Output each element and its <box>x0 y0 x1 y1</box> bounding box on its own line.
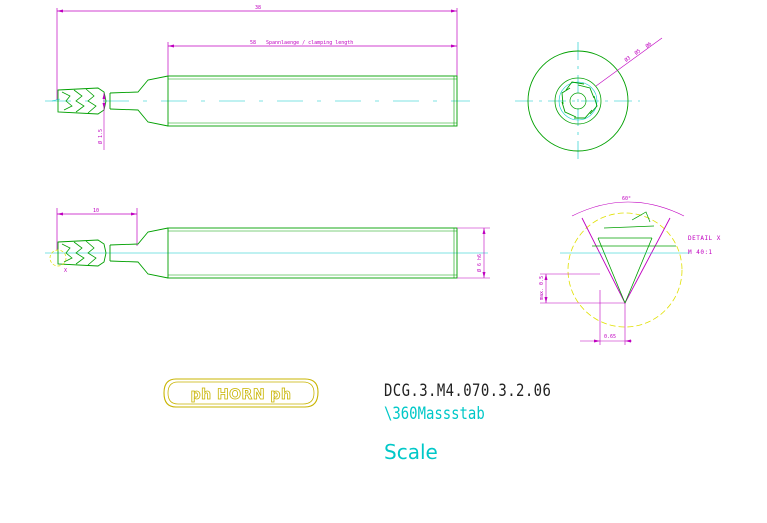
neck-diameter-label: Ø 1.5 <box>97 129 104 144</box>
detail-width-label: 0.65 <box>604 334 616 340</box>
top-view: 38 58 Spannlaenge / clamping length Ø 1.… <box>45 5 470 150</box>
detail-marker-label: X <box>64 268 67 274</box>
scale-reference: \360Massstab <box>384 404 485 424</box>
detail-x-view: 60° DETAIL X M 40:1 max. 0.5 0.65 <box>539 196 721 345</box>
detail-scale: M 40:1 <box>688 249 713 256</box>
shank-diameter-3: Ø3 <box>623 54 632 63</box>
shank-diameter-label: Ø 6 h6 <box>476 254 483 272</box>
horn-logo: ph HORN ph <box>163 378 319 408</box>
clamping-length-value: 58 <box>250 40 256 46</box>
horn-logo-text: ph HORN ph <box>191 387 292 403</box>
cutting-length-label: 10 <box>93 208 99 214</box>
bottom-view: 10 X Ø 6 h6 <box>45 208 490 279</box>
overall-length-label: 38 <box>255 5 261 11</box>
detail-title: DETAIL X <box>688 235 721 242</box>
detail-height-label: max. 0.5 <box>539 276 545 300</box>
scale-label: Scale <box>384 440 438 464</box>
shank-diameter-6: Ø6 <box>644 40 653 49</box>
end-view: Ø3 Ø5 Ø6 <box>515 37 663 160</box>
part-number: DCG.3.M4.070.3.2.06 <box>384 381 552 401</box>
tip-angle-label: 60° <box>622 196 631 202</box>
clamping-length-label: Spannlaenge / clamping length <box>266 40 353 46</box>
shank-diameter-5: Ø5 <box>633 47 642 56</box>
